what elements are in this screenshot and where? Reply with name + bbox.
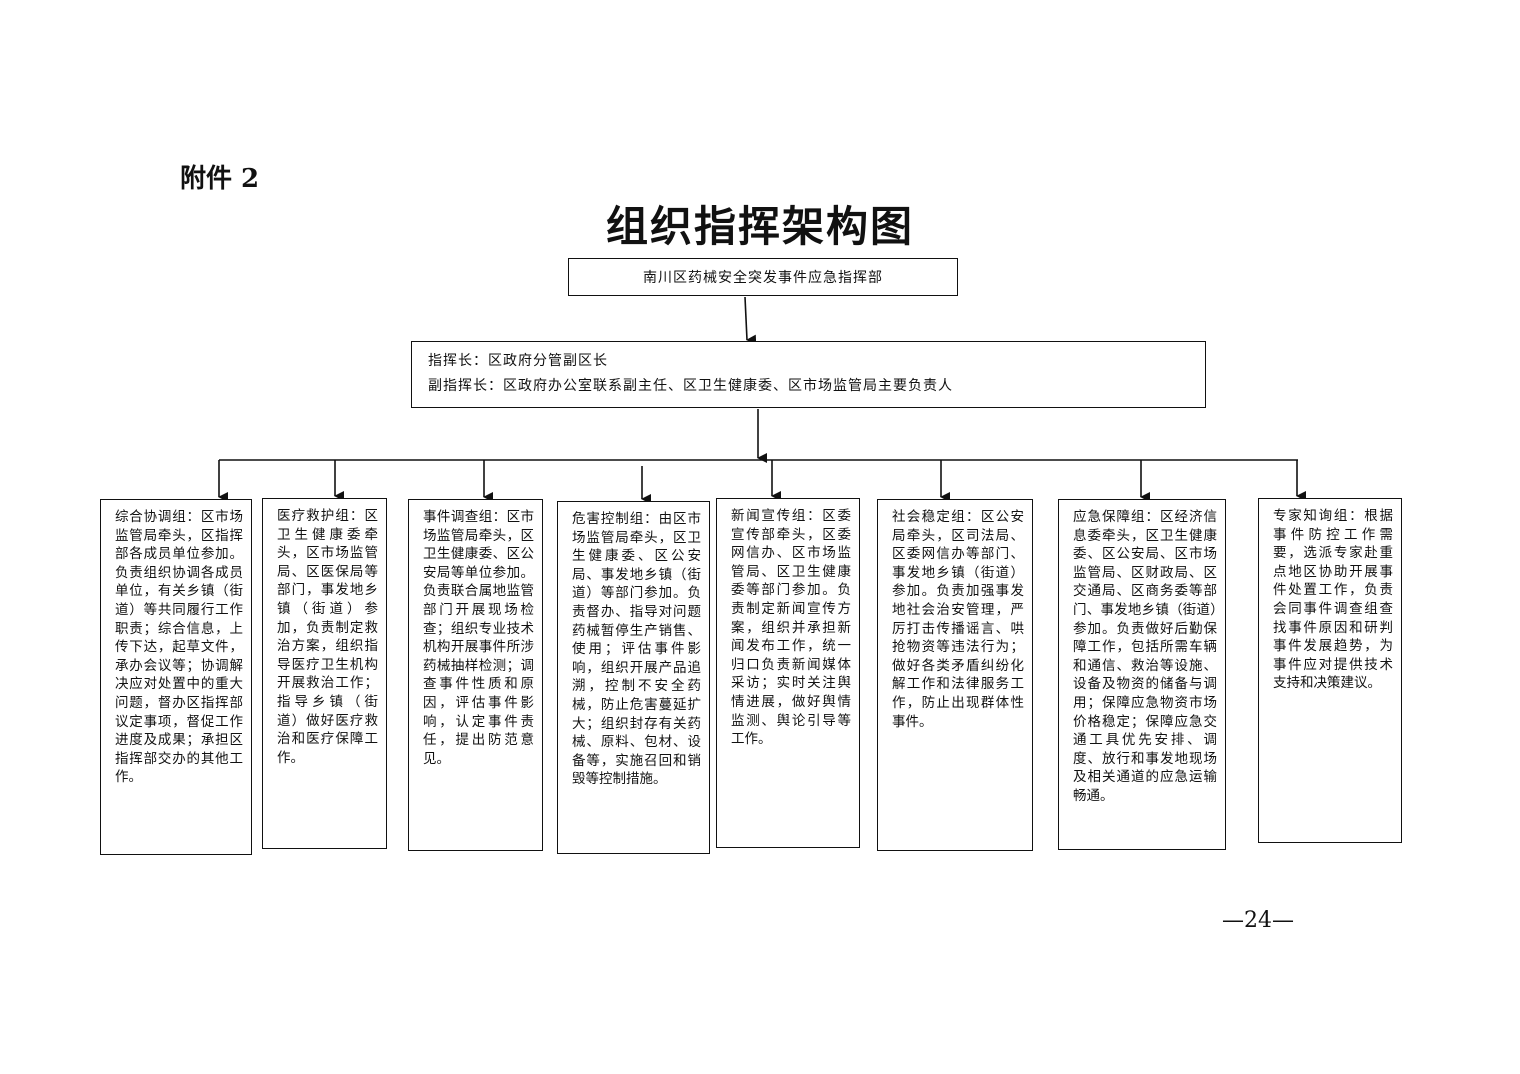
group-box-emergency-support: 应急保障组：区经济信息委牵头，区卫生健康委、区公安局、区市场监管局、区财政局、区… — [1058, 499, 1226, 850]
page-number: —24— — [1222, 908, 1294, 933]
group-box-social-stability: 社会稳定组：区公安局牵头，区司法局、区委网信办等部门、事发地乡镇（街道）参加。负… — [877, 499, 1033, 851]
attachment-label: 附件 2 — [180, 164, 260, 194]
headquarters-box: 南川区药械安全突发事件应急指挥部 — [568, 258, 958, 296]
group-box-expert-consult: 专家知询组：根据事件防控工作需要，选派专家赴重点地区协助开展事件处置工作，负责会… — [1258, 498, 1402, 843]
group-box-investigation: 事件调查组：区市场监管局牵头，区卫生健康委、区公安局等单位参加。负责联合属地监管… — [408, 499, 543, 851]
command-box: 指挥长：区政府分管副区长 副指挥长：区政府办公室联系副主任、区卫生健康委、区市场… — [411, 341, 1206, 408]
arrow-top-to-command — [744, 296, 757, 345]
deputy-commander-line: 副指挥长：区政府办公室联系副主任、区卫生健康委、区市场监管局主要负责人 — [428, 378, 953, 394]
headquarters-label: 南川区药械安全突发事件应急指挥部 — [643, 270, 883, 286]
commander-line: 指挥长：区政府分管副区长 — [428, 353, 608, 369]
group-box-coordination: 综合协调组：区市场监管局牵头，区指挥部各成员单位参加。负责组织协调各成员单位，有… — [100, 499, 252, 855]
page-title: 组织指挥架构图 — [605, 202, 914, 251]
group-box-hazard-control: 危害控制组：由区市场监管局牵头，区卫生健康委、区公安局、事发地乡镇（街道）等部门… — [557, 501, 710, 854]
group-box-medical-rescue: 医疗救护组：区卫生健康委牵头，区市场监管局、区医保局等部门，事发地乡镇（街道）参… — [262, 498, 387, 849]
group-box-news-publicity: 新闻宣传组：区委宣传部牵头，区委网信办、区市场监管局、区卫生健康委等部门参加。负… — [716, 498, 860, 848]
